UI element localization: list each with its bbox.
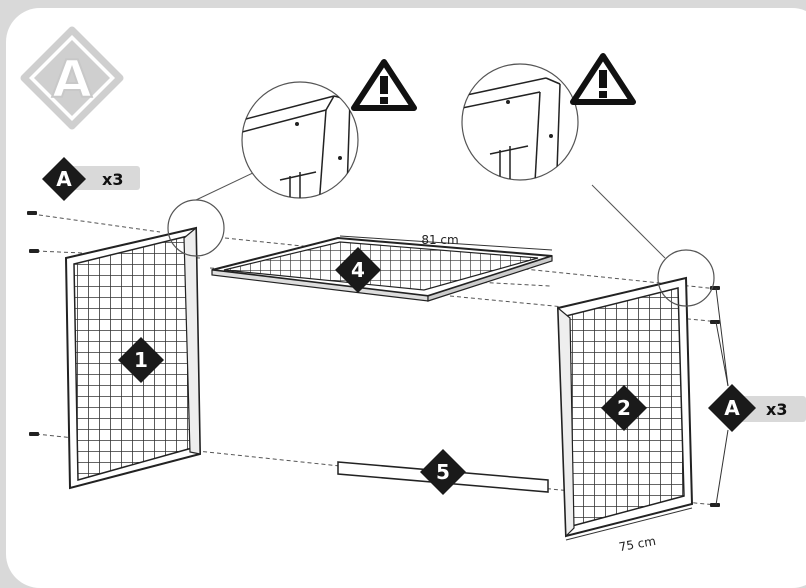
detail-circle-right bbox=[657, 249, 715, 307]
screw-letter-right: A bbox=[724, 396, 740, 420]
part-badge-4: 4 bbox=[335, 247, 381, 293]
part-badge-1: 1 bbox=[118, 337, 164, 383]
svg-text:5: 5 bbox=[436, 460, 450, 484]
depth-dimension: 75 cm bbox=[565, 507, 693, 554]
diagram-canvas: A A x3 bbox=[20, 26, 806, 554]
screw-qty-text-left: x3 bbox=[102, 170, 123, 189]
screw-qty-right: A x3 bbox=[708, 287, 806, 506]
leader-right bbox=[591, 184, 666, 259]
step-badge: A bbox=[20, 26, 124, 130]
zoom-detail-right bbox=[461, 63, 579, 181]
screw-qty-text-right: x3 bbox=[766, 400, 787, 419]
warning-icon bbox=[570, 53, 636, 105]
step-letter: A bbox=[52, 50, 92, 110]
screw-qty-left: A x3 bbox=[42, 157, 140, 201]
width-label: 81 cm bbox=[421, 233, 458, 247]
screw-letter-left: A bbox=[56, 167, 72, 191]
svg-text:1: 1 bbox=[134, 348, 148, 372]
assembly-diagram: A A x3 bbox=[6, 8, 806, 588]
panel-4 bbox=[211, 236, 553, 302]
width-dimension: 81 cm bbox=[339, 233, 553, 251]
warning-icon bbox=[351, 59, 417, 111]
zoom-detail-left bbox=[241, 81, 359, 199]
screws-right bbox=[710, 286, 720, 507]
part-badge-2: 2 bbox=[601, 385, 647, 431]
screws-left bbox=[27, 211, 39, 436]
svg-text:4: 4 bbox=[351, 258, 365, 282]
leader-left bbox=[195, 171, 256, 201]
part-badge-5: 5 bbox=[420, 449, 466, 495]
svg-text:2: 2 bbox=[617, 396, 631, 420]
depth-label: 75 cm bbox=[618, 534, 657, 554]
